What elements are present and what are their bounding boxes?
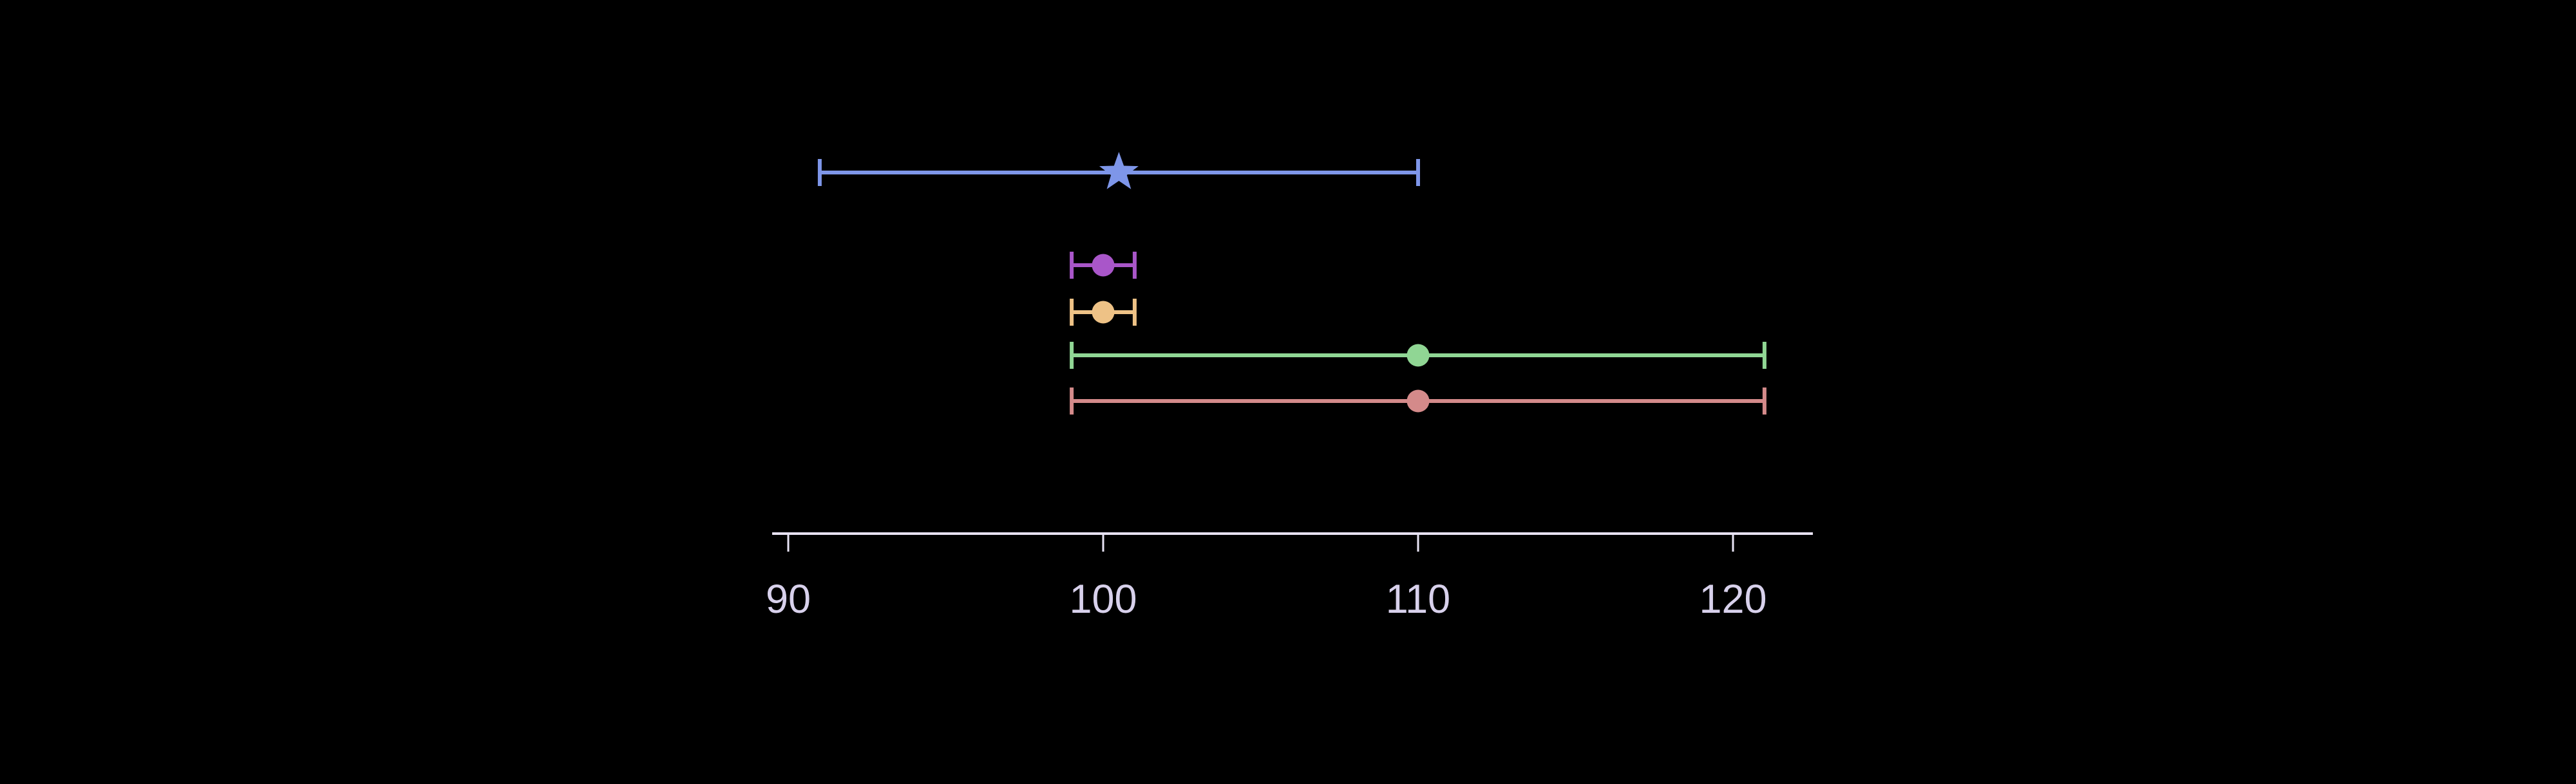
x-axis-tick-label-110: 110: [1386, 577, 1450, 622]
x-axis-tick-label-100: 100: [1069, 577, 1137, 622]
pooled-estimate-star-marker: [1099, 152, 1139, 189]
study-3-dot-marker: [1406, 344, 1430, 367]
study-1-dot-marker: [1092, 254, 1115, 277]
study-2-dot-marker: [1092, 301, 1115, 324]
study-4-dot-marker: [1406, 389, 1430, 413]
x-axis-tick-label-120: 120: [1699, 577, 1766, 622]
x-axis-tick-label-90: 90: [766, 577, 811, 622]
